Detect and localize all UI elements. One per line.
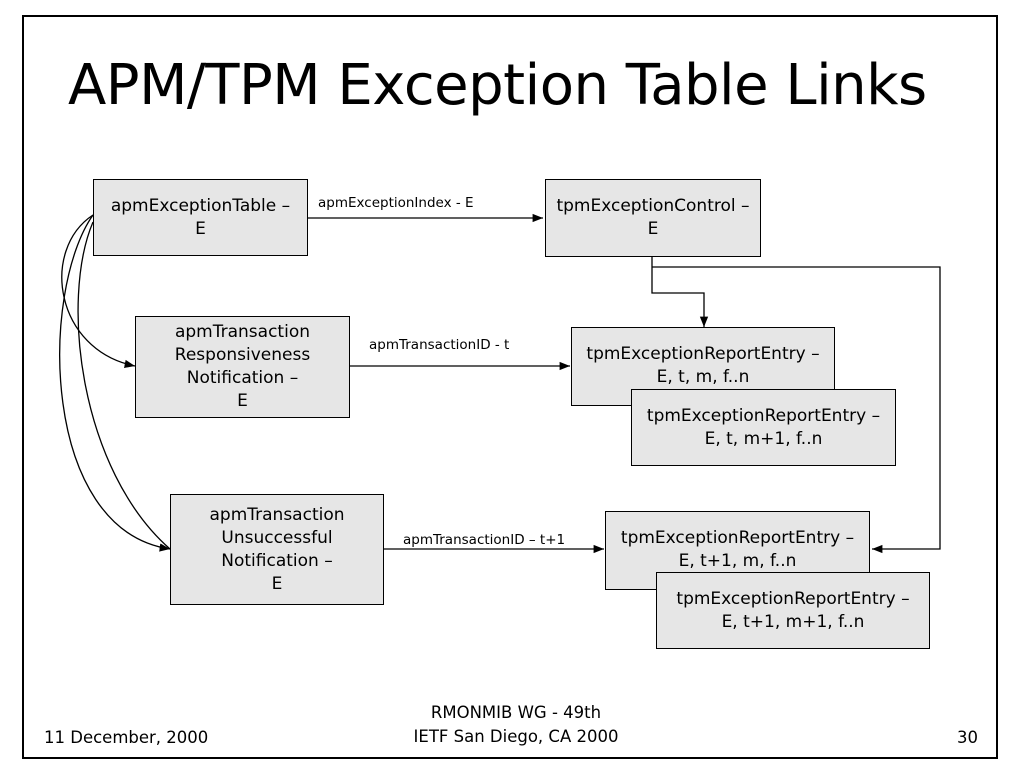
label-transaction-id-t: apmTransactionID - t	[369, 337, 510, 353]
label-exception-index: apmExceptionIndex - E	[318, 195, 474, 211]
arrow-control-to-entry	[651, 257, 709, 327]
arrow-control-to-entry-t1	[652, 266, 941, 554]
box-apm-exception-table: apmExceptionTable – E	[93, 179, 308, 256]
box-tpm-report-entry-2: tpmExceptionReportEntry – E, t, m+1, f..…	[631, 389, 896, 466]
curve-table-to-unsuccessful	[59, 214, 171, 552]
slide-frame	[22, 15, 998, 759]
box-tpm-report-entry-4: tpmExceptionReportEntry – E, t+1, m+1, f…	[656, 572, 930, 649]
label-transaction-id-t1: apmTransactionID – t+1	[403, 532, 566, 548]
footer-date: 11 December, 2000	[44, 728, 209, 747]
box-apm-responsiveness: apmTransaction Responsiveness Notificati…	[135, 316, 350, 418]
slide-title: APM/TPM Exception Table Links	[68, 53, 927, 118]
footer-center-line2: IETF San Diego, CA 2000	[413, 727, 619, 746]
box-apm-unsuccessful: apmTransaction Unsuccessful Notification…	[170, 494, 384, 605]
box-tpm-report-entry-1: tpmExceptionReportEntry – E, t, m, f..n	[571, 327, 835, 406]
footer-center-line1: RMONMIB WG - 49th	[430, 703, 602, 722]
curve-table-extra	[77, 221, 171, 550]
box-tpm-exception-control: tpmExceptionControl – E	[545, 179, 761, 257]
page-number: 30	[957, 728, 978, 747]
